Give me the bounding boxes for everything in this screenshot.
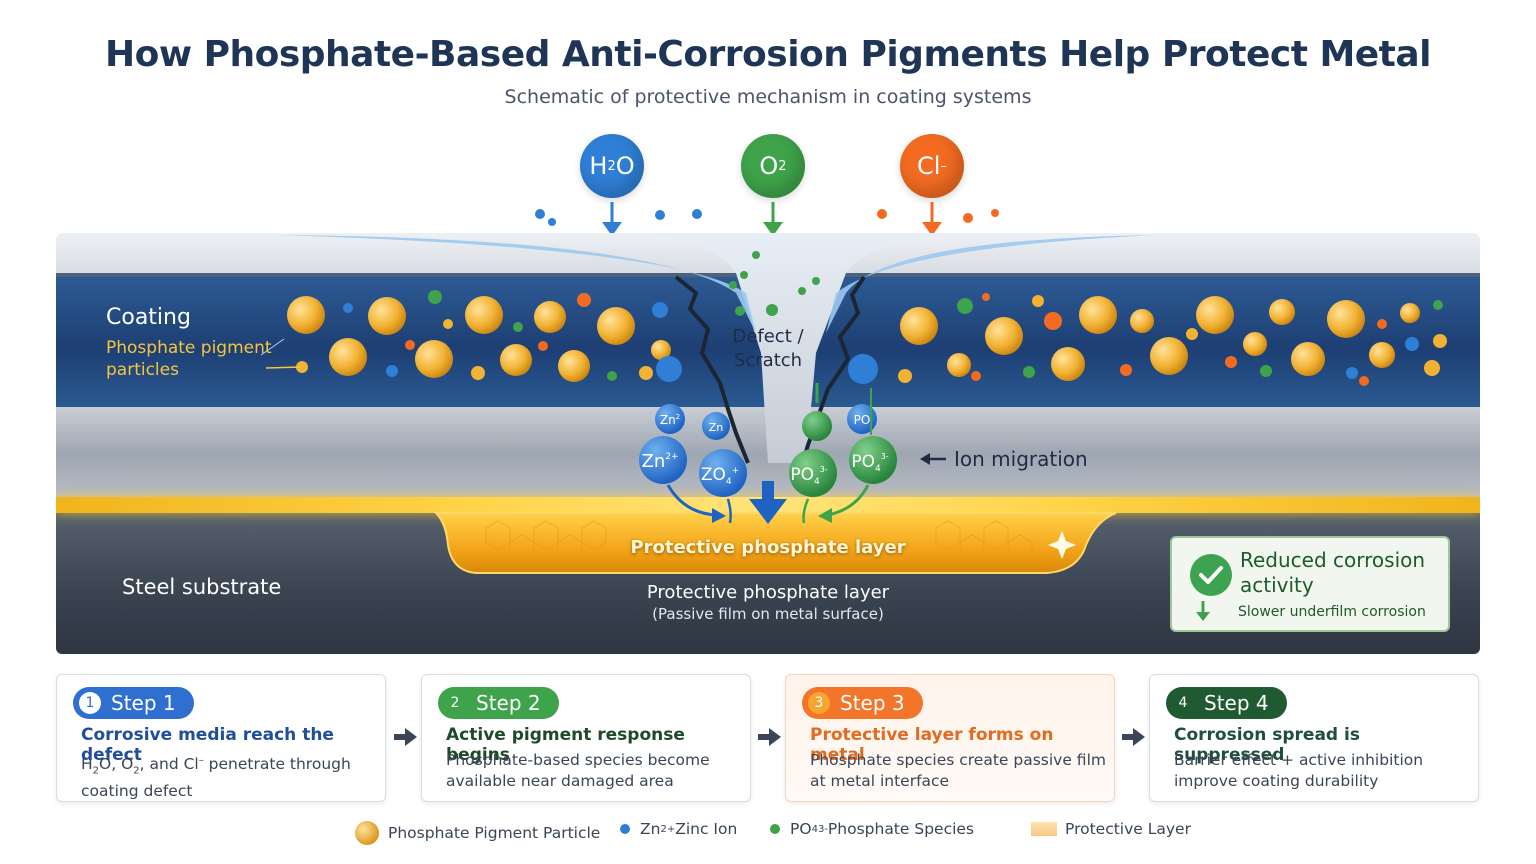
- zinc-migration-arrow-icon: [666, 484, 717, 517]
- ion-migration-arrow-icon: [920, 453, 946, 465]
- zinc-ion-tiny: Zn: [702, 412, 730, 440]
- step-body: H2O, O2, and Cl– penetrate through coati…: [81, 755, 351, 801]
- zinc-migration-arrowhead: [712, 508, 726, 523]
- basin-hex-texture: [485, 520, 1033, 564]
- phosphate-migration-arrowhead: [818, 508, 832, 523]
- phosphate-ion-small: PO: [847, 404, 877, 434]
- top-arrows: [535, 202, 999, 240]
- chloride-droplet: [963, 213, 973, 223]
- chloride-arrow-icon: [922, 202, 942, 236]
- svg-text:Zn2: Zn2: [660, 413, 680, 427]
- step-pill: 2 Step 2: [438, 687, 559, 719]
- svg-text:PO: PO: [854, 413, 871, 427]
- chloride-droplet: [991, 209, 999, 217]
- step-number: 4: [1178, 695, 1188, 711]
- pigment-particle-icon: [355, 821, 379, 845]
- step-pill: 4 Step 4: [1166, 687, 1287, 719]
- step-number: 2: [450, 695, 460, 711]
- pigment-label-pointer: [260, 338, 285, 356]
- svg-text:Zn: Zn: [709, 421, 724, 434]
- water-droplet: [548, 218, 556, 226]
- pigment-particles-left: [287, 290, 682, 382]
- diagram-overlay: Zn2 Zn Zn2+ ZO4+ PO PO43- PO43-: [260, 233, 1447, 574]
- crack-edge-left: [674, 275, 750, 464]
- phosphate-dot-icon: [770, 824, 780, 834]
- protective-layer-title: Protective phosphate layer: [646, 582, 890, 603]
- result-title: Reduced corrosion activity: [1240, 548, 1426, 597]
- chloride-droplet: [877, 209, 887, 219]
- checkmark-icon: [1190, 554, 1232, 596]
- water-arrow-icon: [602, 202, 622, 236]
- pigment-particles-right: [848, 293, 1447, 386]
- page-title: How Phosphate-Based Anti-Corrosion Pigme…: [104, 34, 1432, 75]
- result-callout: Reduced corrosion activity Slower underf…: [1170, 536, 1450, 632]
- ion-migration-label: Ion migration: [954, 447, 1088, 471]
- step-heading: Corrosion spread is suppressed: [1174, 725, 1360, 765]
- chloride-ion-bubble: Cl–: [900, 134, 964, 198]
- step-card-1: 1 Step 1 Corrosive media reach the defec…: [56, 674, 386, 802]
- step-heading: Active pigment response begins: [446, 725, 685, 765]
- step-heading: Corrosive media reach the defect: [81, 725, 334, 765]
- zinc-oxide-ion: ZO4+: [699, 449, 747, 497]
- step-body: Barrier effect + active inhibition impro…: [1174, 751, 1424, 790]
- phosphate-ion-large: PO43-: [789, 449, 837, 497]
- zinc-migration-arrow-icon: [726, 498, 732, 524]
- water-stream: [826, 235, 1156, 333]
- protective-layer-swatch-icon: [1031, 822, 1057, 836]
- defect-label: Defect / Scratch: [732, 326, 804, 371]
- water-droplet: [692, 209, 702, 219]
- water-droplet: [655, 210, 665, 220]
- step-number: 1: [79, 692, 101, 714]
- down-arrow-icon: [1196, 601, 1210, 621]
- step-card-2: 2 Step 2 Active pigment response begins …: [421, 674, 751, 802]
- pigment-label-pointer: [265, 366, 302, 369]
- page-subtitle: Schematic of protective mechanism in coa…: [504, 86, 1032, 108]
- step-body: Phosphate-based species become available…: [446, 751, 710, 790]
- water-droplet: [535, 209, 545, 219]
- sparkle-icon: [1048, 531, 1076, 559]
- coating-label: Coating: [106, 305, 191, 330]
- phosphate-migration-arrow-icon: [827, 484, 870, 517]
- phosphate-migration-arrow-icon: [802, 498, 810, 524]
- zinc-ion-small: Zn2: [655, 404, 685, 434]
- penetration-arrow-icon: [749, 481, 787, 524]
- oxygen-arrow-icon: [763, 202, 783, 236]
- steel-substrate-label: Steel substrate: [122, 575, 282, 599]
- step-body: Phosphate species create passive film at…: [810, 751, 1106, 790]
- step-heading: Protective layer forms on metal: [810, 725, 1054, 765]
- step-pill: 3 Step 3: [802, 687, 923, 719]
- step-pill: 1 Step 1: [73, 687, 194, 719]
- step-card-4: 4 Step 4 Corrosion spread is suppressed …: [1149, 674, 1479, 802]
- cross-section-diagram: Zn2 Zn Zn2+ ZO4+ PO PO43- PO43-: [56, 233, 1480, 654]
- protective-layer-subtitle: (Passive film on metal surface): [652, 605, 884, 623]
- step-arrow-icon: [758, 728, 781, 746]
- phosphate-ion-green-dot: [802, 411, 832, 441]
- legend-item-protective: Protective Layer: [1031, 820, 1191, 838]
- zinc-dot-icon: [620, 824, 630, 834]
- step-card-3: 3 Step 3 Protective layer forms on metal…: [785, 674, 1115, 802]
- step-arrow-icon: [1122, 728, 1145, 746]
- phosphate-ion-mid: PO43-: [849, 436, 897, 484]
- legend-item-pigment: Phosphate Pigment Particle: [354, 820, 600, 846]
- result-subtitle: Slower underfilm corrosion: [1238, 604, 1426, 620]
- defect-scratch-shape: [646, 233, 956, 463]
- falling-species: [729, 251, 820, 316]
- zinc-ion-large: Zn2+: [639, 436, 687, 484]
- svg-text:ZO4+: ZO4+: [701, 465, 739, 487]
- protective-layer-inner-label: Protective phosphate layer: [630, 537, 906, 558]
- svg-text:PO43-: PO43-: [790, 465, 827, 487]
- step-arrow-icon: [394, 728, 417, 746]
- svg-text:PO43-: PO43-: [851, 452, 888, 474]
- svg-text:Zn2+: Zn2+: [641, 451, 678, 472]
- pigment-label: Phosphate pigment particles: [106, 338, 272, 380]
- step-number: 3: [808, 692, 830, 714]
- water-stream: [276, 235, 756, 333]
